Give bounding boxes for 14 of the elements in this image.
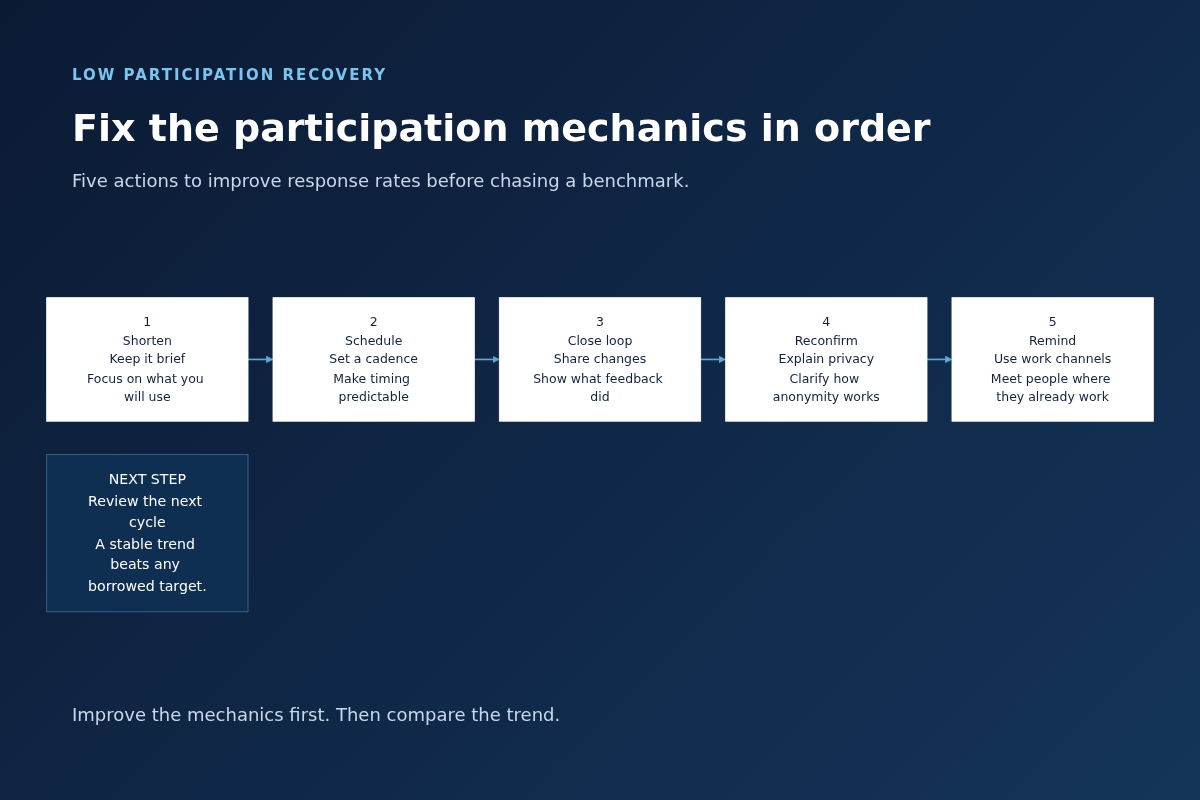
node-box: 1 Shorten Keep it brief Focus on what you will use: [46, 297, 249, 422]
node-box: 5 Remind Use work channels Meet people where they already work: [951, 297, 1154, 422]
footer-note: Improve the mechanics first. Then compare the trend.: [72, 704, 561, 725]
subtitle: Five actions to improve response rates before chasing a benchmark.: [72, 170, 690, 191]
title: Fix the participation mechanics in order: [72, 106, 931, 150]
arrow: [926, 356, 953, 364]
arrow: [699, 356, 726, 364]
node-box: NEXT STEP Review the next cycle A stable trend beats any borrowed target.: [46, 454, 249, 613]
node-box: 4 Reconfirm Explain privacy Clarify how anonymity works: [725, 297, 928, 422]
arrow: [473, 356, 500, 364]
node-box: 2 Schedule Set a cadence Make timing predictable: [272, 297, 475, 422]
arrow: [247, 356, 274, 364]
eyebrow-text: LOW PARTICIPATION RECOVERY: [72, 66, 388, 84]
node-box: 3 Close loop Share changes Show what feedback did: [498, 297, 702, 422]
